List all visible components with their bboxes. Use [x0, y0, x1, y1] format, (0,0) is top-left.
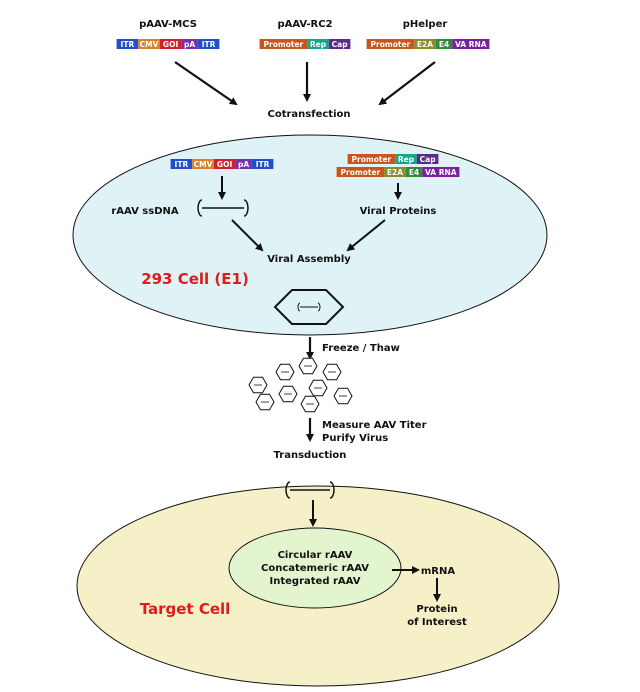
producer-cell-title: 293 Cell (E1)	[141, 270, 249, 288]
construct-bar-in-cell-rc2: Promoter Rep Cap	[347, 154, 439, 164]
segment-cap	[416, 154, 439, 164]
segment-goi	[159, 39, 182, 49]
segment-label: Rep	[310, 40, 327, 49]
virion-icon	[273, 289, 345, 325]
segment-label: ITR	[121, 40, 135, 49]
arrow-helper-to-cotransfection	[378, 61, 436, 106]
segment-pa	[181, 39, 198, 49]
arrow-ssdna-to-assembly	[231, 219, 264, 252]
cotransfection-label: Cotransfection	[268, 109, 351, 120]
nucleus-line-circular: Circular rAAV	[278, 550, 353, 561]
construct-bar-pAAV-MCS: ITR CMV GOI pA ITR	[116, 39, 220, 49]
target-cell-title: Target Cell	[140, 600, 231, 618]
segment-itr	[116, 39, 139, 49]
segment-itr	[197, 39, 220, 49]
segment-rep	[395, 154, 417, 164]
segment-label: GOI	[217, 160, 233, 169]
segment-label: Rep	[398, 155, 415, 164]
segment-e4	[405, 167, 423, 177]
segment-promoter	[366, 39, 415, 49]
producer-cell	[72, 134, 548, 336]
construct-bar-in-cell-helper: Promoter E2A E4 VA RNA	[336, 167, 460, 177]
segment-e2a	[384, 167, 406, 177]
nucleus-line-concatemeric: Concatemeric rAAV	[261, 563, 369, 574]
transduction-label: Transduction	[274, 450, 347, 461]
segment-label: E4	[439, 40, 449, 49]
mrna-label: mRNA	[421, 566, 455, 577]
plasmid-title-mcs: pAAV-MCS	[139, 19, 197, 30]
segment-promoter	[336, 167, 385, 177]
segment-label: VA RNA	[425, 168, 457, 177]
viral-assembly-label: Viral Assembly	[267, 254, 351, 265]
protein-label-line1: Protein	[416, 604, 457, 615]
rAAV-ssdna-label: rAAV ssDNA	[111, 206, 179, 217]
segment-label: E2A	[387, 168, 403, 177]
segment-label: E4	[409, 168, 419, 177]
plasmid-title-helper: pHelper	[403, 19, 448, 30]
segment-label: VA RNA	[455, 40, 487, 49]
segment-label: Promoter	[352, 155, 392, 164]
segment-label: ITR	[175, 160, 189, 169]
segment-e4	[435, 39, 453, 49]
segment-label: CMV	[140, 40, 159, 49]
segment-label: Promoter	[264, 40, 304, 49]
segment-rep	[307, 39, 329, 49]
virus-cluster	[248, 357, 353, 413]
segment-itr	[251, 159, 274, 169]
protein-label-line2: of Interest	[407, 617, 467, 628]
segment-cmv	[138, 39, 160, 49]
segment-pa	[235, 159, 252, 169]
segment-label: ITR	[256, 160, 270, 169]
plasmid-title-rc2: pAAV-RC2	[277, 19, 332, 30]
segment-promoter	[259, 39, 308, 49]
segment-e2a	[414, 39, 436, 49]
segment-cmv	[192, 159, 214, 169]
construct-bar-pHelper: Promoter E2A E4 VA RNA	[366, 39, 490, 49]
segment-promoter	[347, 154, 396, 164]
segment-label: ITR	[202, 40, 216, 49]
segment-label: GOI	[163, 40, 179, 49]
viral-proteins-label: Viral Proteins	[360, 206, 437, 217]
target-ssdna-hairpin-icon	[285, 481, 335, 499]
freeze-thaw-label: Freeze / Thaw	[322, 343, 400, 354]
construct-bar-pAAV-RC2: Promoter Rep Cap	[259, 39, 351, 49]
segment-label: CMV	[194, 160, 213, 169]
ssdna-hairpin-icon	[197, 199, 249, 217]
arrow-proteins-to-assembly	[346, 219, 386, 252]
segment-label: Promoter	[371, 40, 411, 49]
segment-label: Promoter	[341, 168, 381, 177]
segment-va-rna	[422, 167, 460, 177]
segment-cap	[328, 39, 351, 49]
segment-goi	[213, 159, 236, 169]
segment-itr	[170, 159, 193, 169]
purify-virus-label: Purify Virus	[322, 433, 388, 444]
segment-label: Cap	[332, 40, 349, 49]
arrow-mcs-to-cotransfection	[174, 61, 238, 106]
segment-label: E2A	[417, 40, 433, 49]
nucleus-line-integrated: Integrated rAAV	[270, 576, 361, 587]
segment-label: pA	[238, 160, 249, 169]
nucleus	[228, 527, 402, 609]
segment-label: Cap	[420, 155, 437, 164]
segment-va-rna	[452, 39, 490, 49]
segment-label: pA	[184, 40, 195, 49]
construct-bar-in-cell-mcs: ITR CMV GOI pA ITR	[170, 159, 274, 169]
measure-titer-label: Measure AAV Titer	[322, 420, 427, 431]
